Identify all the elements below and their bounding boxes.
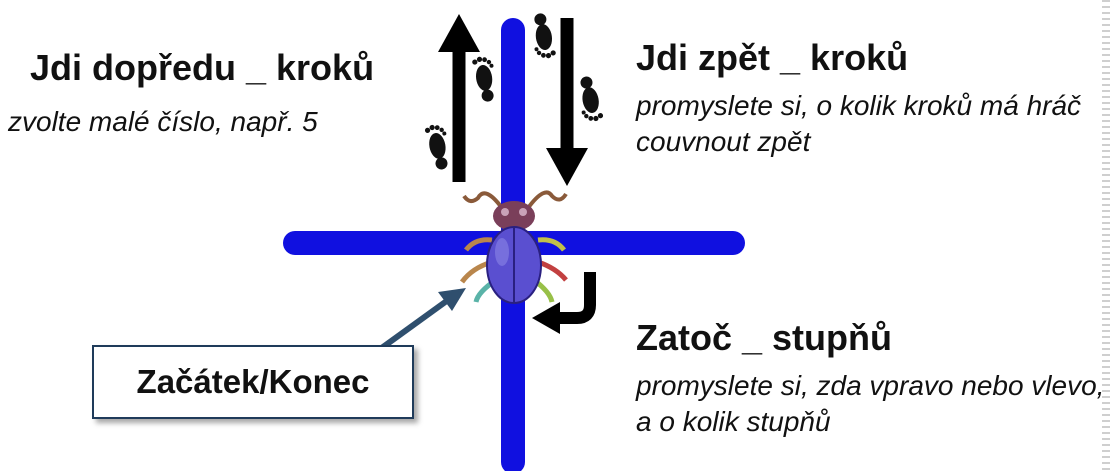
start-end-label: Začátek/Konec <box>136 363 370 400</box>
forward-command-title: Jdi dopředu _ kroků <box>30 47 375 88</box>
edge-divider <box>1102 0 1110 471</box>
arrow-down-icon <box>546 18 588 186</box>
arrow-up-icon <box>438 14 480 182</box>
backward-command-title: Jdi zpět _ kroků <box>636 37 909 78</box>
turn-arrow-icon <box>532 272 596 334</box>
start-end-box: Začátek/Konec <box>92 345 414 419</box>
turn-command-note: promyslete si, zda vpravo nebo vlevo, a … <box>636 370 1105 437</box>
callout-arrow-icon <box>374 288 466 355</box>
beetle-icon <box>459 190 568 304</box>
backward-command-note: promyslete si, o kolik kroků má hráč cou… <box>636 90 1082 157</box>
turn-command-title: Zatoč _ stupňů <box>636 317 893 358</box>
forward-command-note: zvolte malé číslo, např. 5 <box>8 106 318 137</box>
